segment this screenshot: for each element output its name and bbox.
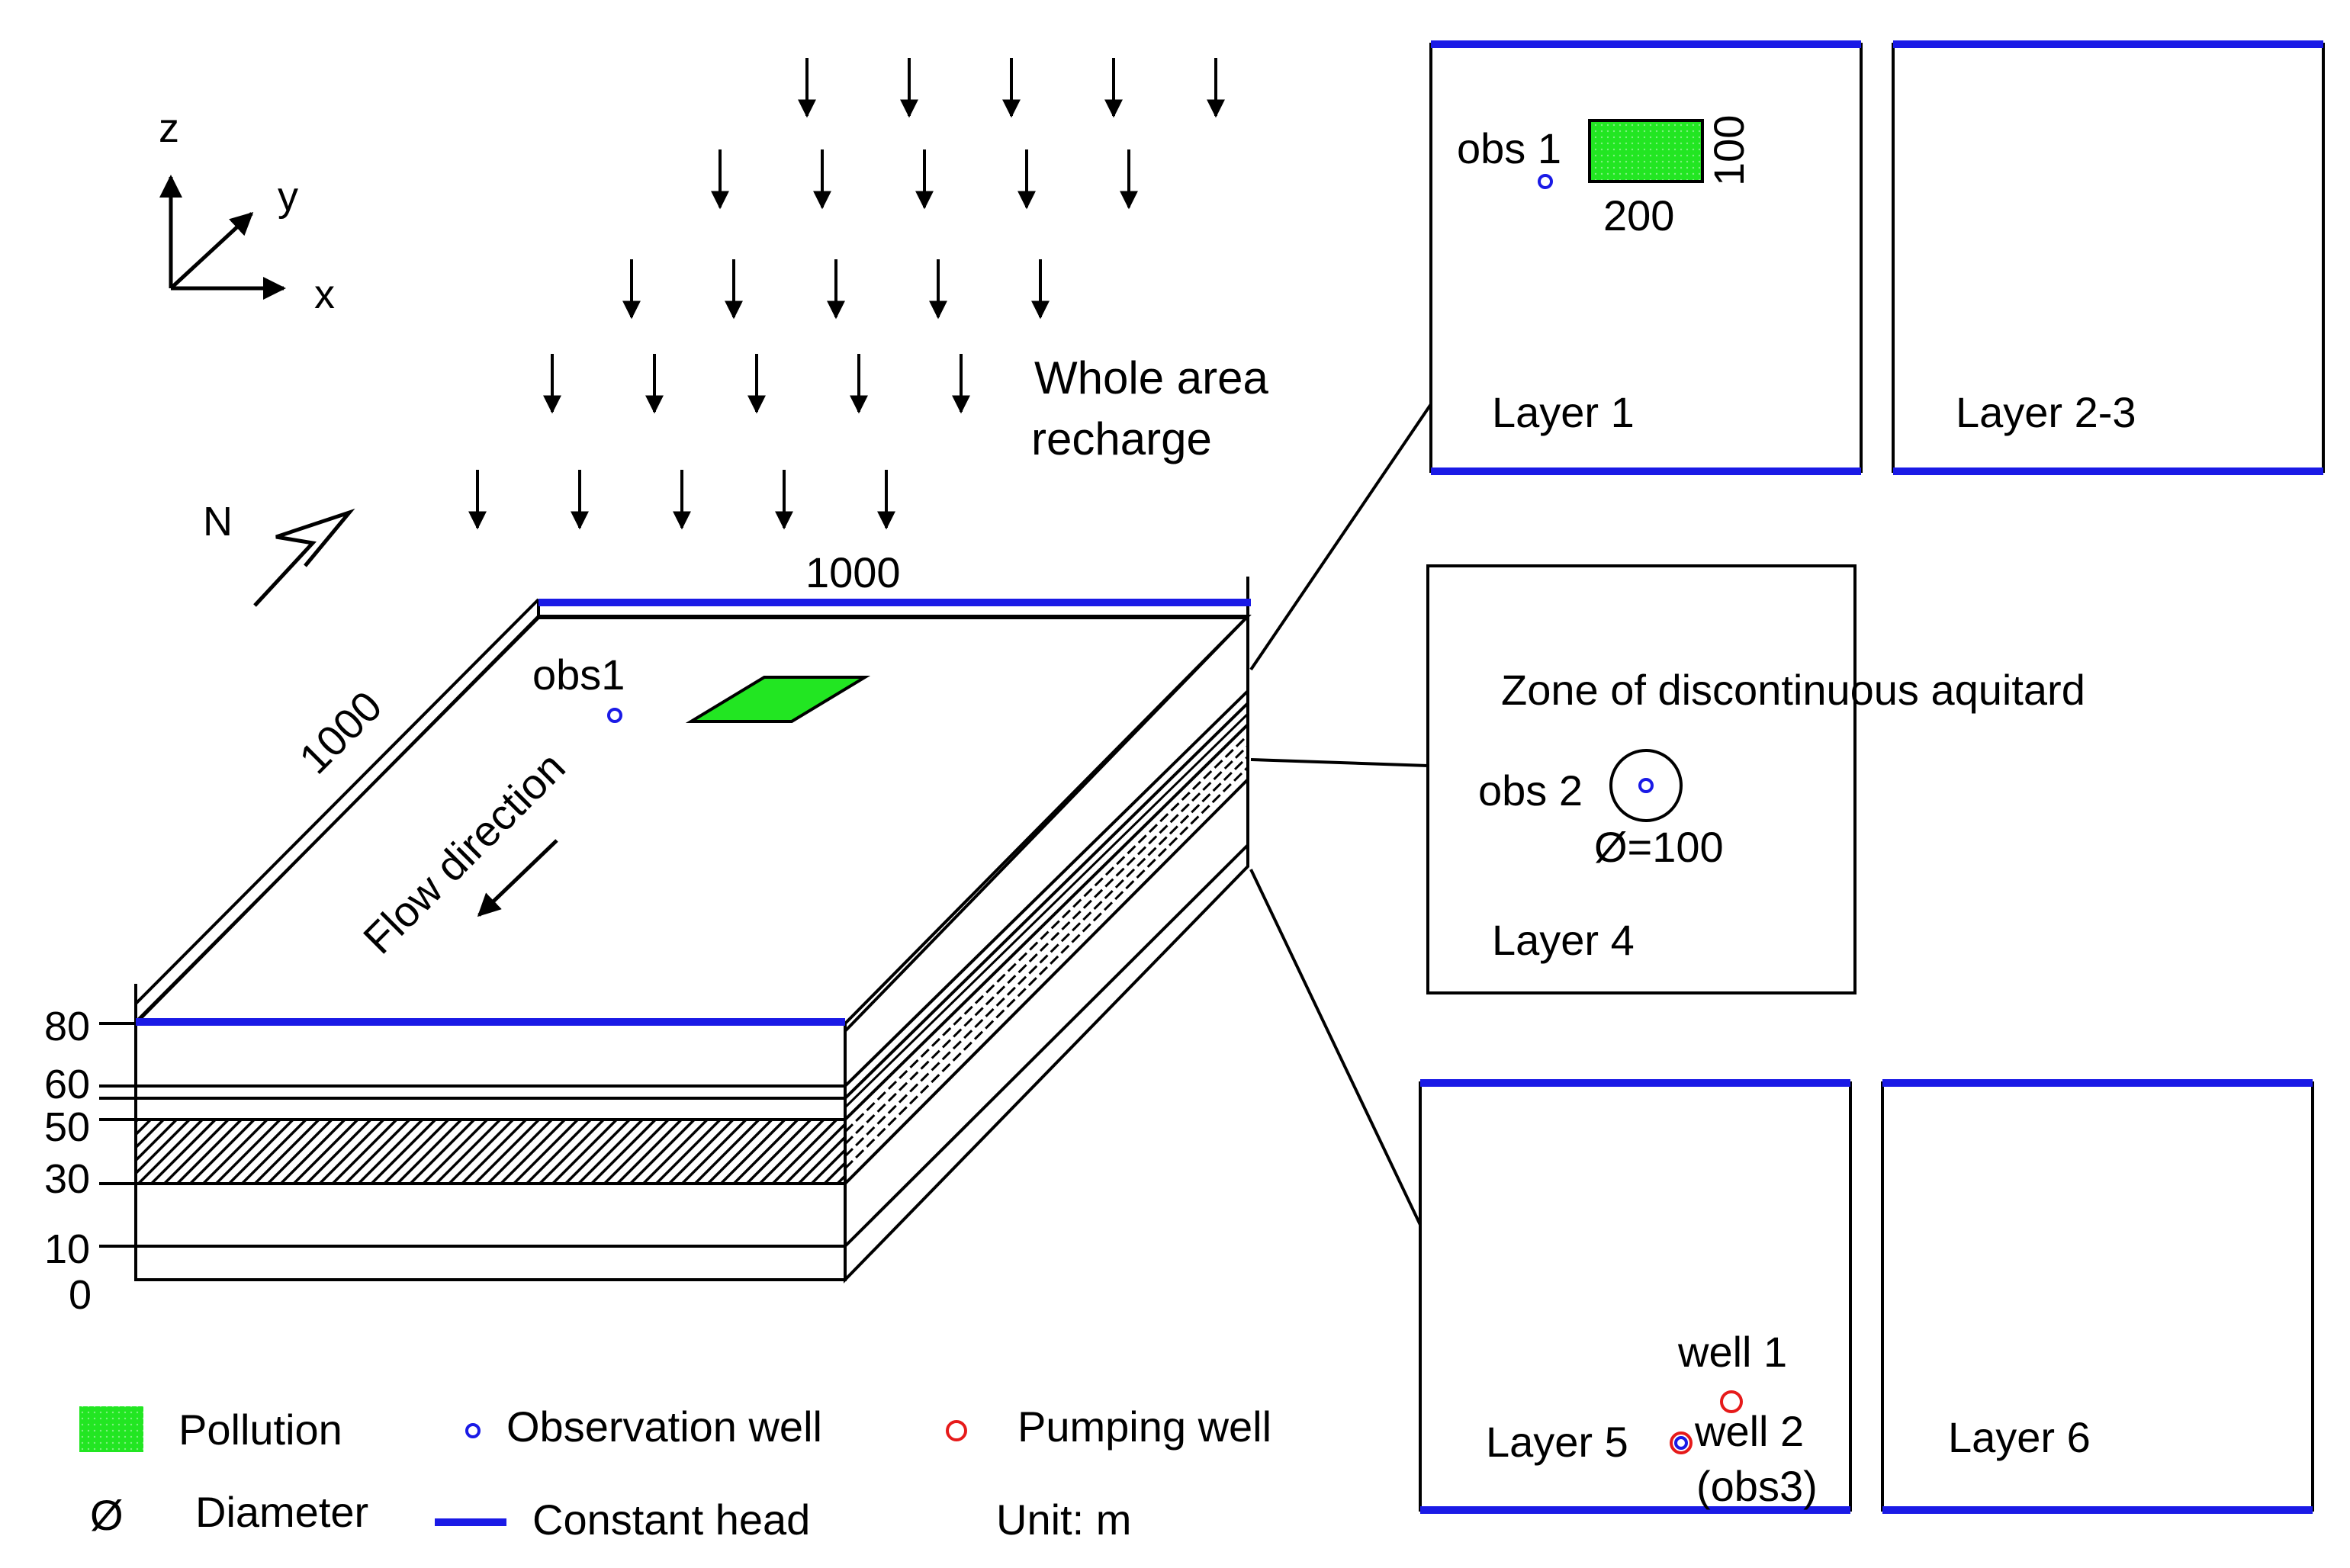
north-arrow: N	[203, 499, 355, 607]
legend-observation-well-label: Observation well	[506, 1403, 822, 1451]
legend-observation-well-icon	[465, 1423, 481, 1438]
aquitard-zone-circle	[1609, 749, 1683, 822]
y-axis-arrow	[169, 211, 254, 290]
panel-title: Layer 5	[1486, 1418, 1628, 1466]
discontinuous-aquitard-label: Zone of discontinuous aquitard	[1501, 666, 2085, 714]
elevation-label: 30	[44, 1156, 90, 1202]
panel-obs-label: obs 1	[1457, 124, 1561, 172]
obs3-label: (obs3)	[1696, 1462, 1818, 1510]
pumping-well-1	[1720, 1390, 1743, 1413]
panel-title: Layer 1	[1492, 388, 1635, 436]
legend-constant-head-label: Constant head	[532, 1496, 810, 1544]
panel-layer6: Layer 6	[1881, 1079, 2314, 1514]
axis-indicator: z y x	[159, 105, 335, 317]
legend-pumping-well-icon	[946, 1420, 967, 1441]
z-axis-label: z	[159, 105, 179, 151]
observation-well-obs1	[1538, 174, 1553, 189]
legend-diameter-symbol: Ø	[90, 1491, 124, 1539]
elevation-label: 50	[44, 1104, 90, 1150]
well2-label: well 2	[1694, 1407, 1804, 1455]
pollution-width-label: 200	[1603, 191, 1674, 239]
north-arrow-icon	[253, 508, 355, 607]
elevation-label: 60	[44, 1062, 90, 1107]
elevation-label: 10	[44, 1226, 90, 1272]
panel-layer5: well 1 well 2 (obs3) Layer 5	[1419, 1079, 1852, 1514]
flow-direction-arrow	[477, 839, 558, 917]
side-length-label: 1000	[290, 682, 391, 783]
elevation-label: 0	[69, 1272, 92, 1318]
model-block: obs1 1000 1000 Flow direction	[132, 548, 1252, 1284]
panel-layer1: obs 1 200 100 Layer 1	[1429, 40, 1863, 475]
legend-pollution-swatch	[79, 1406, 143, 1452]
pumping-well-2	[1670, 1431, 1693, 1454]
elevation-scale: 80 60 50 30 10 0	[44, 1004, 136, 1318]
elevation-label: 80	[44, 1004, 90, 1049]
recharge-arrows	[468, 58, 1225, 530]
pollution-height-label: 100	[1705, 115, 1753, 186]
panel-title: Layer 6	[1948, 1413, 2091, 1461]
observation-well-obs2	[1638, 778, 1654, 793]
legend: Pollution Observation well Pumping well …	[79, 1403, 1271, 1544]
obs1-label: obs1	[532, 651, 625, 699]
legend-pollution-label: Pollution	[178, 1406, 342, 1454]
panel-title: Layer 4	[1492, 916, 1635, 964]
pollution-zone	[1588, 119, 1704, 183]
north-label: N	[203, 499, 233, 545]
observation-well-obs1	[607, 708, 622, 723]
recharge-label-line2: recharge	[1031, 413, 1212, 464]
legend-diameter-label: Diameter	[195, 1488, 368, 1536]
observation-well-obs3	[1674, 1436, 1688, 1450]
diameter-label: Ø=100	[1594, 823, 1724, 871]
panel-connectors	[1249, 403, 1432, 1226]
legend-pumping-well-label: Pumping well	[1017, 1403, 1271, 1451]
y-axis-label: y	[278, 174, 298, 220]
well1-label: well 1	[1677, 1328, 1787, 1376]
panel-title: Layer 2-3	[1956, 388, 2136, 436]
legend-unit-label: Unit: m	[996, 1496, 1131, 1544]
recharge-label-line1: Whole area	[1034, 352, 1268, 403]
top-width-label: 1000	[805, 548, 901, 596]
panel-layer2-3: Layer 2-3	[1892, 40, 2325, 475]
panel-obs-label: obs 2	[1478, 766, 1583, 815]
aquitard-hatched-layer	[134, 1118, 847, 1185]
x-axis-label: x	[314, 272, 335, 317]
pollution-zone	[685, 676, 871, 723]
panel-layer4: Zone of discontinuous aquitard obs 2 Ø=1…	[1426, 564, 2085, 994]
